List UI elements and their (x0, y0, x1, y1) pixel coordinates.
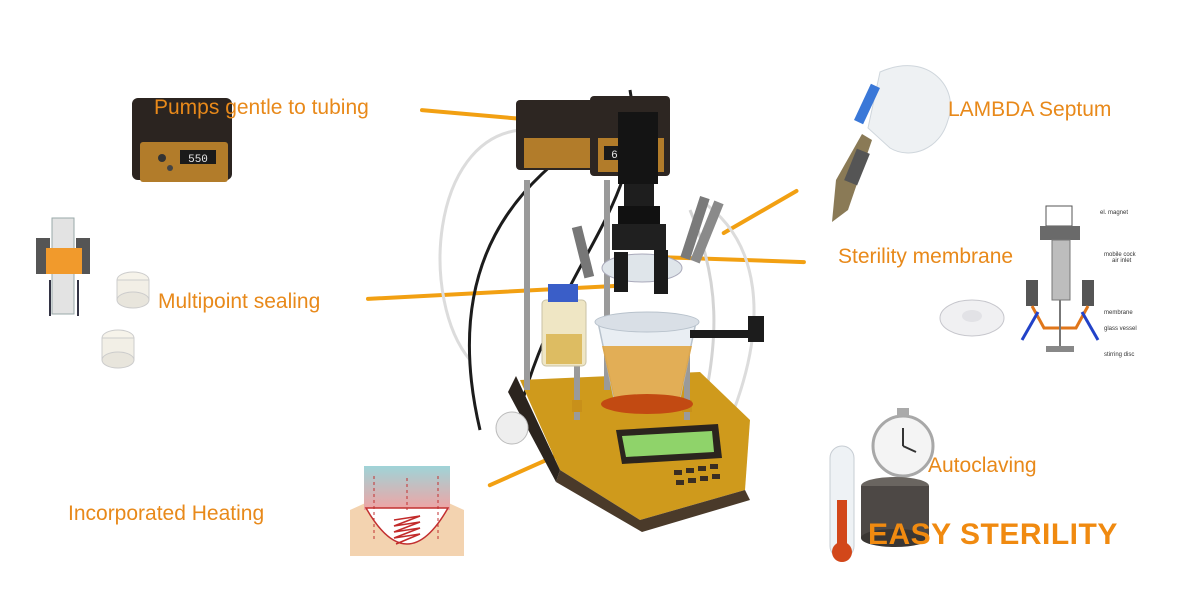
heating-diagram (350, 466, 464, 556)
pumps-label: Pumps gentle to tubing (154, 96, 369, 119)
autoclaving-illustration (829, 408, 935, 562)
multipoint-label: Multipoint sealing (158, 290, 321, 313)
autoclaving-label: Autoclaving (928, 454, 1037, 477)
septum-illustration (832, 65, 952, 222)
diagram-label-cock: mobile cock (1104, 252, 1137, 258)
pump-display-value: 550 (188, 154, 208, 166)
membrane-label: Sterility membrane (838, 245, 1014, 268)
septum-label: LAMBDA Septum (948, 98, 1112, 121)
bioreactor-main: 600 (438, 89, 764, 532)
pump-unit: 550 (132, 98, 232, 182)
diagram-label-vessel: glass vessel (1104, 326, 1137, 332)
diagram-label-disc: stirring disc (1104, 352, 1134, 358)
diagram-label-air: air inlet (1112, 258, 1132, 264)
heating-label: Incorporated Heating (68, 502, 265, 525)
diagram-label-membrane: membrane (1104, 310, 1133, 316)
sealing-parts (36, 217, 150, 369)
membrane-diagram: el. magnet mobile cock air inlet membran… (939, 205, 1137, 358)
easy-sterility-logo: EASY STERILITY (868, 518, 1118, 551)
diagram-label-magnet: el. magnet (1100, 210, 1128, 216)
